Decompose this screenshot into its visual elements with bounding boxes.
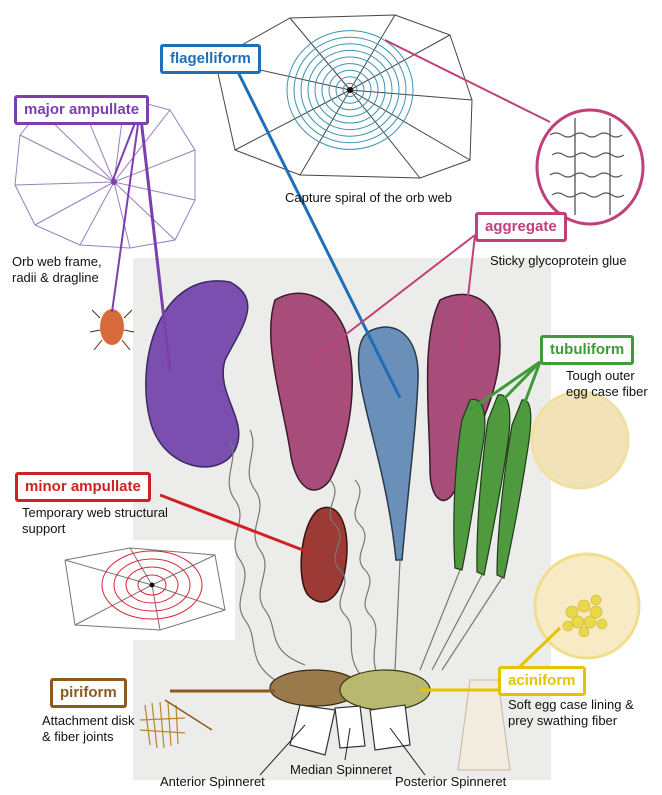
aggregate-description: Sticky glycoprotein glue [490,253,627,268]
minor-ampullate-label: minor ampullate [15,472,151,502]
tubuliform-egg-case-sample [532,392,628,488]
temporary-web-illustration [55,540,235,640]
spider-icon [90,309,134,350]
aciniform-description: Soft egg case lining & prey swathing fib… [508,697,634,729]
major-ampullate-description: Orb web frame, radii & dragline [12,254,102,286]
piriform-label: piriform [50,678,127,708]
major-ampullate-label: major ampullate [14,95,149,125]
aggregate-label: aggregate [475,212,567,242]
aggregate-glue-magnified [537,110,643,224]
aciniform-label: aciniform [498,666,586,696]
aciniform-gland [340,670,430,710]
minor-ampullate-description: Temporary web structural support [22,505,168,537]
median-spinneret-label: Median Spinneret [290,762,392,777]
posterior-spinneret-label: Posterior Spinneret [395,774,506,789]
aciniform-egg-case-sample [535,554,639,658]
flagelliform-label: flagelliform [160,44,261,74]
piriform-description: Attachment disk & fiber joints [42,713,135,745]
anterior-spinneret-label: Anterior Spinneret [160,774,265,789]
capture-spiral-illustration [205,10,475,182]
tubuliform-description: Tough outer egg case fiber [566,368,648,400]
tubuliform-label: tubuliform [540,335,634,365]
flagelliform-description: Capture spiral of the orb web [285,190,452,205]
